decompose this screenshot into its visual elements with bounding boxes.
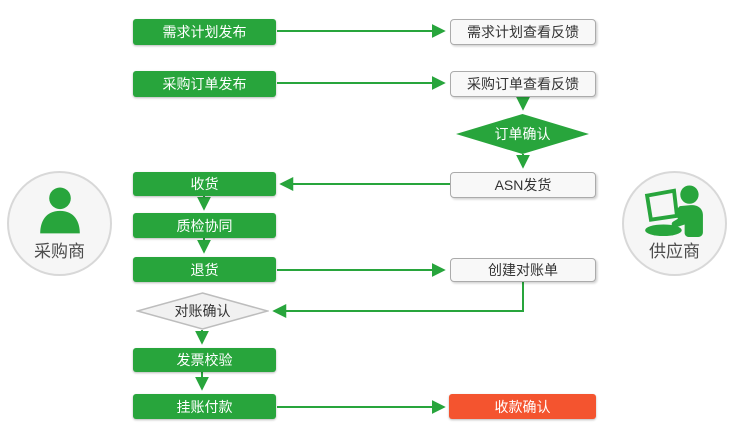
person-icon <box>39 187 80 234</box>
flow-node-receive-goods: 收货 <box>133 172 276 196</box>
diamond-shape <box>136 292 269 330</box>
supplier-label: 供应商 <box>649 242 700 261</box>
buyer-label: 采购商 <box>34 242 85 261</box>
flow-node-return-goods: 退货 <box>133 257 276 282</box>
person-laptop-icon <box>644 185 703 237</box>
flow-node-label: 订单确认 <box>494 126 551 142</box>
buyer-actor-badge: 采购商 <box>7 171 112 276</box>
flow-node-receipt-confirm: 收款确认 <box>449 394 596 419</box>
supplier-actor-badge: 供应商 <box>622 171 727 276</box>
diamond-shape <box>456 114 589 154</box>
flow-node-asn-shipping: ASN发货 <box>450 172 596 198</box>
flow-node-label: 对账确认 <box>174 303 231 319</box>
flow-node-create-statement: 创建对账单 <box>450 258 596 282</box>
flow-node-quality-collaboration: 质检协同 <box>133 213 276 238</box>
flow-node-order-confirm: 订单确认 <box>456 114 589 154</box>
flow-node-demand-plan-feedback: 需求计划查看反馈 <box>450 19 596 45</box>
connector-statement-to-confirm <box>272 282 524 318</box>
flow-node-demand-plan-publish: 需求计划发布 <box>133 19 276 45</box>
flow-node-invoice-verification: 发票校验 <box>133 348 276 372</box>
flow-node-purchase-order-feedback: 采购订单查看反馈 <box>450 71 596 97</box>
flow-node-statement-confirm: 对账确认 <box>136 292 269 330</box>
flow-node-book-payment: 挂账付款 <box>133 394 276 419</box>
flow-node-purchase-order-publish: 采购订单发布 <box>133 71 276 97</box>
